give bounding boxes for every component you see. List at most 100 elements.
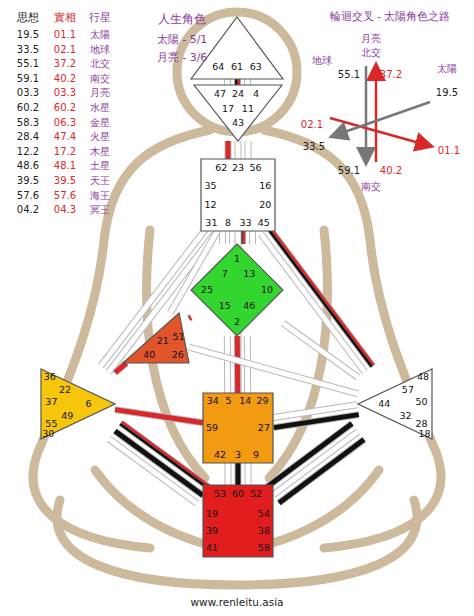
table-cell: 火星 — [90, 131, 110, 142]
table-cell: 57.6 — [54, 189, 76, 200]
table-cell: 37.2 — [54, 58, 76, 69]
channel — [115, 410, 203, 423]
channel-outline — [109, 439, 197, 503]
channel — [236, 79, 239, 85]
table-cell: 57.6 — [17, 189, 39, 200]
gate-number: 44 — [378, 399, 390, 409]
channel — [248, 141, 249, 159]
center-shape — [191, 244, 283, 336]
sacral-center: 345142959274239 — [202, 392, 274, 464]
channel-outline — [115, 410, 203, 423]
table-cell: 月亮 — [90, 87, 110, 98]
gate-number: 31 — [205, 218, 217, 228]
center-shape — [194, 85, 282, 141]
channel — [283, 323, 358, 377]
table-cell: 木星 — [90, 145, 110, 156]
channel — [109, 439, 197, 503]
channel-outline — [225, 141, 232, 159]
channel-open — [109, 439, 197, 503]
channel — [189, 317, 191, 318]
g-center: 1713102515462 — [190, 243, 284, 337]
channel — [267, 424, 352, 487]
channel-outline — [115, 363, 127, 373]
channel-open — [225, 336, 230, 393]
ajna-center: 47244171143 — [193, 84, 283, 142]
cross-gate: 40.2 — [380, 165, 402, 176]
channel — [228, 141, 229, 159]
channel-open — [226, 463, 231, 485]
gate-number: 38 — [258, 526, 270, 536]
channel — [222, 231, 223, 244]
gate-number: 22 — [59, 385, 71, 395]
gate-number: 16 — [259, 181, 271, 191]
gate-number: 15 — [219, 301, 231, 311]
gate-number: 46 — [243, 301, 255, 311]
channel-outline — [273, 432, 358, 495]
channel-outline — [249, 231, 256, 244]
channel-outline — [235, 141, 242, 159]
table-cell: 06.3 — [54, 116, 76, 127]
channel-design — [115, 363, 127, 373]
channel-open — [250, 231, 255, 244]
role-value: 月亮 - 3/6 — [157, 52, 208, 64]
table-cell: 12.2 — [17, 145, 39, 156]
table-cell: 北交 — [90, 58, 110, 69]
table-cell: 水星 — [90, 102, 110, 113]
gate-number: 10 — [261, 285, 273, 295]
table-cell: 55.1 — [17, 58, 39, 69]
channel — [247, 79, 248, 85]
channel-design — [226, 141, 231, 159]
gate-number: 4 — [253, 89, 259, 99]
table-cell: 19.5 — [17, 29, 39, 40]
channel — [238, 141, 239, 159]
gate-number: 53 — [214, 489, 226, 499]
channel-outline — [224, 79, 231, 85]
gate-number: 42 — [214, 450, 226, 460]
gate-number: 9 — [253, 450, 259, 460]
table-cell: 17.2 — [54, 145, 76, 156]
table-cell: 金星 — [90, 116, 110, 127]
channel-open — [273, 432, 358, 495]
gate-number: 23 — [232, 163, 244, 173]
table-cell: 冥王 — [90, 204, 110, 215]
gate-number: 32 — [400, 411, 412, 421]
cross-gate: 33.5 — [303, 141, 325, 152]
channel-outline — [235, 463, 242, 485]
channel-open — [189, 347, 358, 394]
table-header: 行星 — [89, 12, 111, 24]
gate-number: 35 — [205, 181, 217, 191]
channel-outline — [267, 424, 352, 487]
center-shape — [203, 393, 273, 463]
gate-number: 2 — [234, 317, 240, 327]
table-cell: 33.5 — [17, 43, 39, 54]
gate-number: 6 — [86, 399, 92, 409]
cross-title: 輪迴交叉 - 太陽角色之路 — [330, 11, 450, 23]
channel-personality — [115, 431, 203, 495]
gate-number: 34 — [207, 397, 219, 407]
channel — [272, 405, 357, 418]
gate-number: 40 — [143, 350, 155, 360]
cross-planet: 太陽 — [437, 63, 457, 74]
table-cell: 48.6 — [17, 160, 39, 171]
solar-plexus-center: 3622637495530 — [40, 368, 116, 440]
channel-open — [230, 231, 235, 244]
cross-gate: 02.1 — [301, 119, 323, 130]
gate-number: 21 — [157, 336, 169, 346]
center-shape — [203, 485, 273, 557]
gate-number: 57 — [402, 385, 414, 395]
channel — [273, 432, 358, 495]
channel — [189, 347, 358, 394]
table-header: 思想 — [17, 12, 39, 24]
gate-number: 52 — [250, 489, 262, 499]
gate-number: 37 — [45, 397, 57, 407]
gate-number: 13 — [243, 269, 255, 279]
table-cell: 28.4 — [17, 131, 39, 142]
channel-outline — [225, 463, 232, 485]
channel-outline — [244, 79, 251, 85]
channel-design — [115, 410, 203, 423]
role-title: 人生角色 — [158, 13, 206, 26]
table-cell: 59.1 — [17, 72, 39, 83]
gate-number: 63 — [250, 62, 262, 72]
table-cell: 39.5 — [17, 175, 39, 186]
